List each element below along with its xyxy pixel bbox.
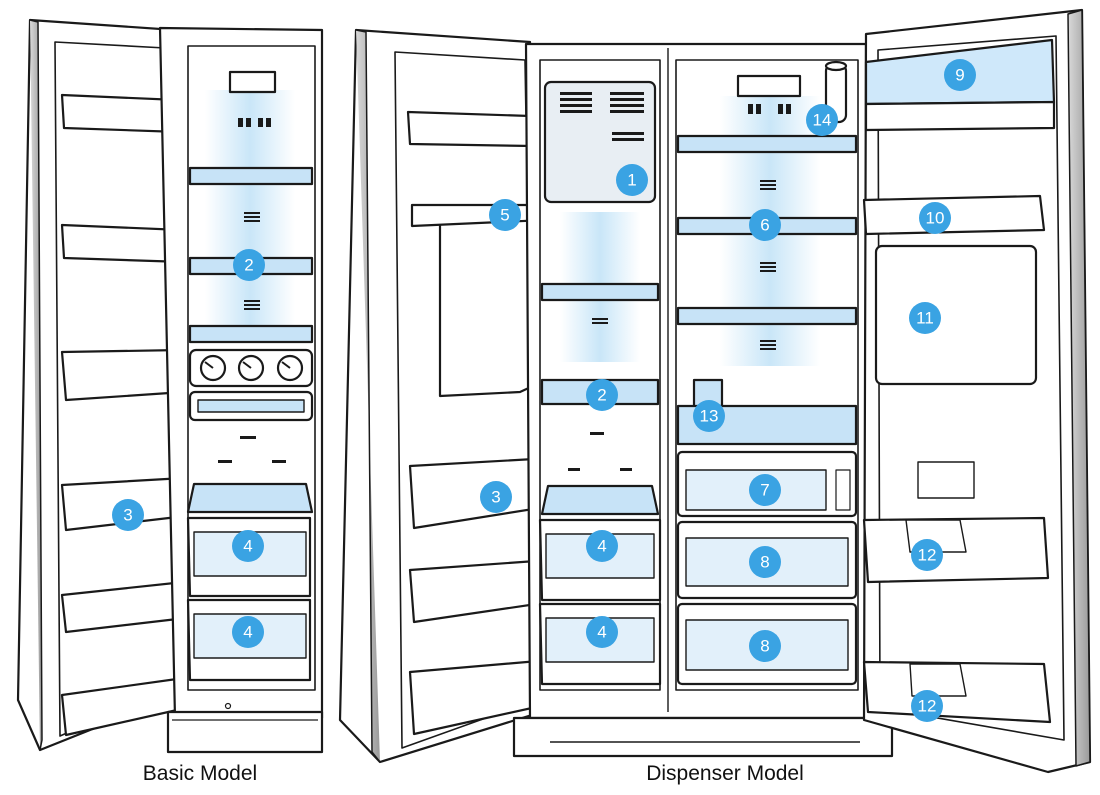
callout-number: 11 bbox=[916, 309, 934, 328]
callout-disp-4a: 4 bbox=[586, 530, 618, 562]
callout-disp-3: 3 bbox=[480, 481, 512, 513]
basic-control-panel bbox=[190, 350, 312, 386]
callout-disp-8b: 8 bbox=[749, 630, 781, 662]
callout-number: 4 bbox=[597, 623, 606, 642]
callout-number: 4 bbox=[597, 537, 606, 556]
callout-disp-10: 10 bbox=[919, 202, 951, 234]
callout-disp-9: 9 bbox=[944, 59, 976, 91]
callout-disp-6: 6 bbox=[749, 209, 781, 241]
dispenser-model bbox=[340, 10, 1090, 772]
callout-basic-4a: 4 bbox=[232, 530, 264, 562]
callout-number: 12 bbox=[918, 697, 937, 716]
callout-disp-11: 11 bbox=[909, 302, 941, 334]
callout-number: 3 bbox=[491, 488, 500, 507]
callout-number: 14 bbox=[813, 111, 832, 130]
callout-disp-12a: 12 bbox=[911, 539, 943, 571]
callout-disp-4b: 4 bbox=[586, 616, 618, 648]
callout-basic-2: 2 bbox=[233, 249, 265, 281]
callout-disp-1: 1 bbox=[616, 164, 648, 196]
callout-disp-5: 5 bbox=[489, 199, 521, 231]
callout-disp-14: 14 bbox=[806, 104, 838, 136]
basic-model-caption: Basic Model bbox=[110, 762, 290, 786]
callout-disp-7: 7 bbox=[749, 474, 781, 506]
callout-disp-12b: 12 bbox=[911, 690, 943, 722]
callout-number: 12 bbox=[918, 546, 937, 565]
callout-number: 8 bbox=[760, 553, 769, 572]
callout-number: 3 bbox=[123, 506, 132, 525]
callout-basic-4b: 4 bbox=[232, 616, 264, 648]
callout-number: 2 bbox=[597, 386, 606, 405]
callout-number: 4 bbox=[243, 537, 252, 556]
basic-model bbox=[18, 20, 322, 752]
callout-number: 7 bbox=[760, 481, 769, 500]
callout-number: 2 bbox=[244, 256, 253, 275]
callout-number: 4 bbox=[243, 623, 252, 642]
callout-basic-3: 3 bbox=[112, 499, 144, 531]
callout-number: 1 bbox=[627, 171, 636, 190]
callout-number: 8 bbox=[760, 637, 769, 656]
callout-disp-2: 2 bbox=[586, 379, 618, 411]
callout-number: 6 bbox=[760, 216, 769, 235]
callout-number: 5 bbox=[500, 206, 509, 225]
callout-number: 13 bbox=[700, 407, 719, 426]
callout-disp-13: 13 bbox=[693, 400, 725, 432]
callout-number: 9 bbox=[955, 66, 964, 85]
dispenser-model-caption: Dispenser Model bbox=[600, 762, 850, 786]
callout-number: 10 bbox=[926, 209, 945, 228]
callout-disp-8a: 8 bbox=[749, 546, 781, 578]
